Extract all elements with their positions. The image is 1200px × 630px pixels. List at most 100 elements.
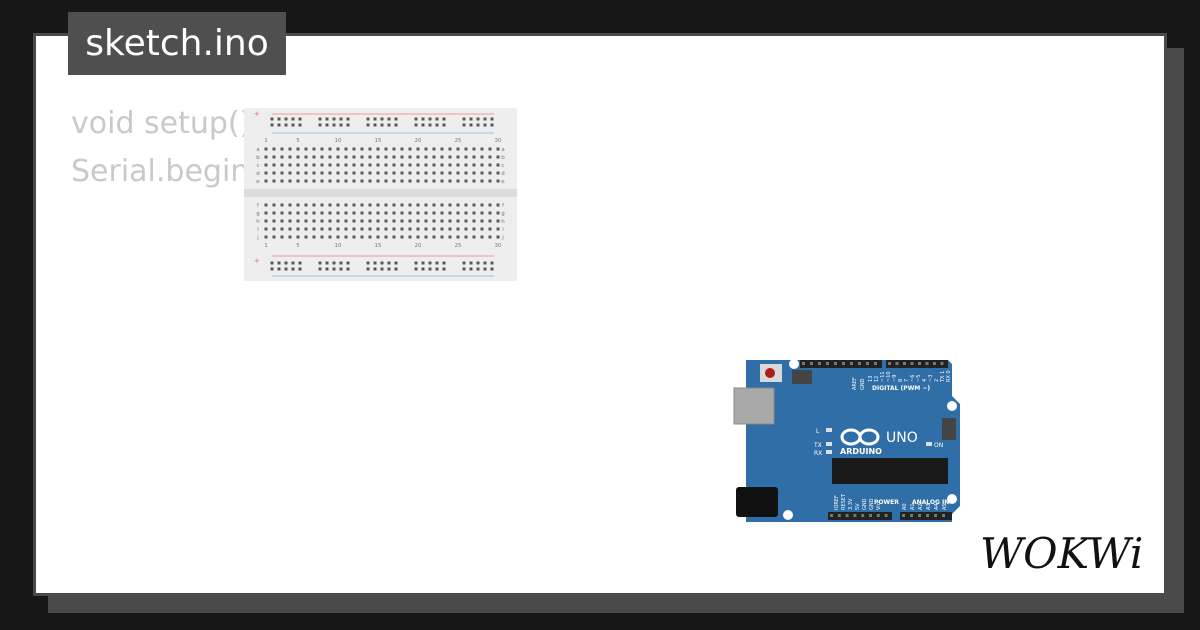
- rail-hole[interactable]: [277, 123, 281, 127]
- breadboard-hole[interactable]: [328, 211, 332, 215]
- breadboard-hole[interactable]: [440, 171, 444, 175]
- breadboard-hole[interactable]: [368, 219, 372, 223]
- rail-hole[interactable]: [373, 123, 377, 127]
- breadboard-hole[interactable]: [368, 227, 372, 231]
- breadboard-hole[interactable]: [328, 147, 332, 151]
- header-pin[interactable]: [802, 362, 805, 365]
- rail-hole[interactable]: [291, 123, 295, 127]
- rail-hole[interactable]: [476, 267, 480, 271]
- breadboard-hole[interactable]: [472, 155, 476, 159]
- breadboard-hole[interactable]: [424, 163, 428, 167]
- rail-hole[interactable]: [270, 267, 274, 271]
- rail-hole[interactable]: [325, 123, 329, 127]
- breadboard-hole[interactable]: [296, 155, 300, 159]
- breadboard-hole[interactable]: [496, 163, 500, 167]
- breadboard-hole[interactable]: [328, 203, 332, 207]
- rail-hole[interactable]: [380, 261, 384, 265]
- rail-hole[interactable]: [483, 267, 487, 271]
- breadboard-hole[interactable]: [440, 227, 444, 231]
- breadboard-hole[interactable]: [392, 227, 396, 231]
- breadboard-hole[interactable]: [272, 203, 276, 207]
- breadboard-hole[interactable]: [336, 147, 340, 151]
- breadboard-hole[interactable]: [488, 171, 492, 175]
- breadboard-hole[interactable]: [424, 211, 428, 215]
- breadboard-hole[interactable]: [288, 211, 292, 215]
- breadboard-hole[interactable]: [376, 211, 380, 215]
- rail-hole[interactable]: [284, 117, 288, 121]
- rail-hole[interactable]: [428, 261, 432, 265]
- header-pin[interactable]: [834, 362, 837, 365]
- breadboard-hole[interactable]: [320, 235, 324, 239]
- breadboard-hole[interactable]: [264, 211, 268, 215]
- breadboard-hole[interactable]: [416, 147, 420, 151]
- breadboard-hole[interactable]: [456, 219, 460, 223]
- breadboard-hole[interactable]: [296, 227, 300, 231]
- breadboard-hole[interactable]: [440, 155, 444, 159]
- breadboard-hole[interactable]: [272, 235, 276, 239]
- breadboard-hole[interactable]: [432, 203, 436, 207]
- breadboard-hole[interactable]: [432, 219, 436, 223]
- breadboard-hole[interactable]: [424, 147, 428, 151]
- rail-hole[interactable]: [394, 261, 398, 265]
- rail-hole[interactable]: [414, 117, 418, 121]
- breadboard-hole[interactable]: [296, 147, 300, 151]
- breadboard-hole[interactable]: [440, 147, 444, 151]
- breadboard-hole[interactable]: [472, 211, 476, 215]
- header-pin[interactable]: [902, 514, 905, 517]
- rail-hole[interactable]: [373, 117, 377, 121]
- breadboard-hole[interactable]: [432, 235, 436, 239]
- header-pin[interactable]: [810, 362, 813, 365]
- breadboard-hole[interactable]: [360, 147, 364, 151]
- rail-hole[interactable]: [339, 123, 343, 127]
- rail-hole[interactable]: [435, 123, 439, 127]
- breadboard-hole[interactable]: [488, 163, 492, 167]
- breadboard-hole[interactable]: [280, 235, 284, 239]
- breadboard-hole[interactable]: [488, 235, 492, 239]
- breadboard-hole[interactable]: [344, 235, 348, 239]
- breadboard-hole[interactable]: [296, 219, 300, 223]
- breadboard-hole[interactable]: [360, 155, 364, 159]
- rail-hole[interactable]: [380, 117, 384, 121]
- rail-hole[interactable]: [298, 261, 302, 265]
- breadboard-hole[interactable]: [480, 211, 484, 215]
- breadboard-hole[interactable]: [432, 227, 436, 231]
- breadboard-hole[interactable]: [416, 219, 420, 223]
- rail-hole[interactable]: [318, 267, 322, 271]
- breadboard-hole[interactable]: [336, 179, 340, 183]
- rail-hole[interactable]: [490, 261, 494, 265]
- breadboard-hole[interactable]: [384, 155, 388, 159]
- breadboard-hole[interactable]: [384, 219, 388, 223]
- breadboard-hole[interactable]: [288, 171, 292, 175]
- breadboard-hole[interactable]: [312, 235, 316, 239]
- breadboard-hole[interactable]: [400, 147, 404, 151]
- breadboard-hole[interactable]: [408, 155, 412, 159]
- breadboard-hole[interactable]: [352, 155, 356, 159]
- breadboard-hole[interactable]: [416, 203, 420, 207]
- breadboard-hole[interactable]: [488, 227, 492, 231]
- breadboard-hole[interactable]: [312, 147, 316, 151]
- breadboard-hole[interactable]: [344, 179, 348, 183]
- breadboard-hole[interactable]: [288, 203, 292, 207]
- breadboard-hole[interactable]: [272, 171, 276, 175]
- rail-hole[interactable]: [346, 117, 350, 121]
- rail-hole[interactable]: [318, 261, 322, 265]
- rail-hole[interactable]: [483, 261, 487, 265]
- rail-hole[interactable]: [490, 117, 494, 121]
- breadboard-hole[interactable]: [376, 203, 380, 207]
- breadboard-hole[interactable]: [424, 235, 428, 239]
- breadboard-hole[interactable]: [456, 179, 460, 183]
- breadboard-hole[interactable]: [264, 171, 268, 175]
- breadboard-hole[interactable]: [280, 163, 284, 167]
- breadboard-hole[interactable]: [376, 227, 380, 231]
- breadboard-hole[interactable]: [432, 211, 436, 215]
- rail-hole[interactable]: [346, 267, 350, 271]
- rail-hole[interactable]: [387, 123, 391, 127]
- breadboard-hole[interactable]: [392, 211, 396, 215]
- rail-hole[interactable]: [442, 123, 446, 127]
- breadboard-hole[interactable]: [416, 179, 420, 183]
- breadboard-hole[interactable]: [376, 219, 380, 223]
- rail-hole[interactable]: [284, 261, 288, 265]
- breadboard-hole[interactable]: [480, 179, 484, 183]
- breadboard-hole[interactable]: [352, 227, 356, 231]
- breadboard-hole[interactable]: [352, 235, 356, 239]
